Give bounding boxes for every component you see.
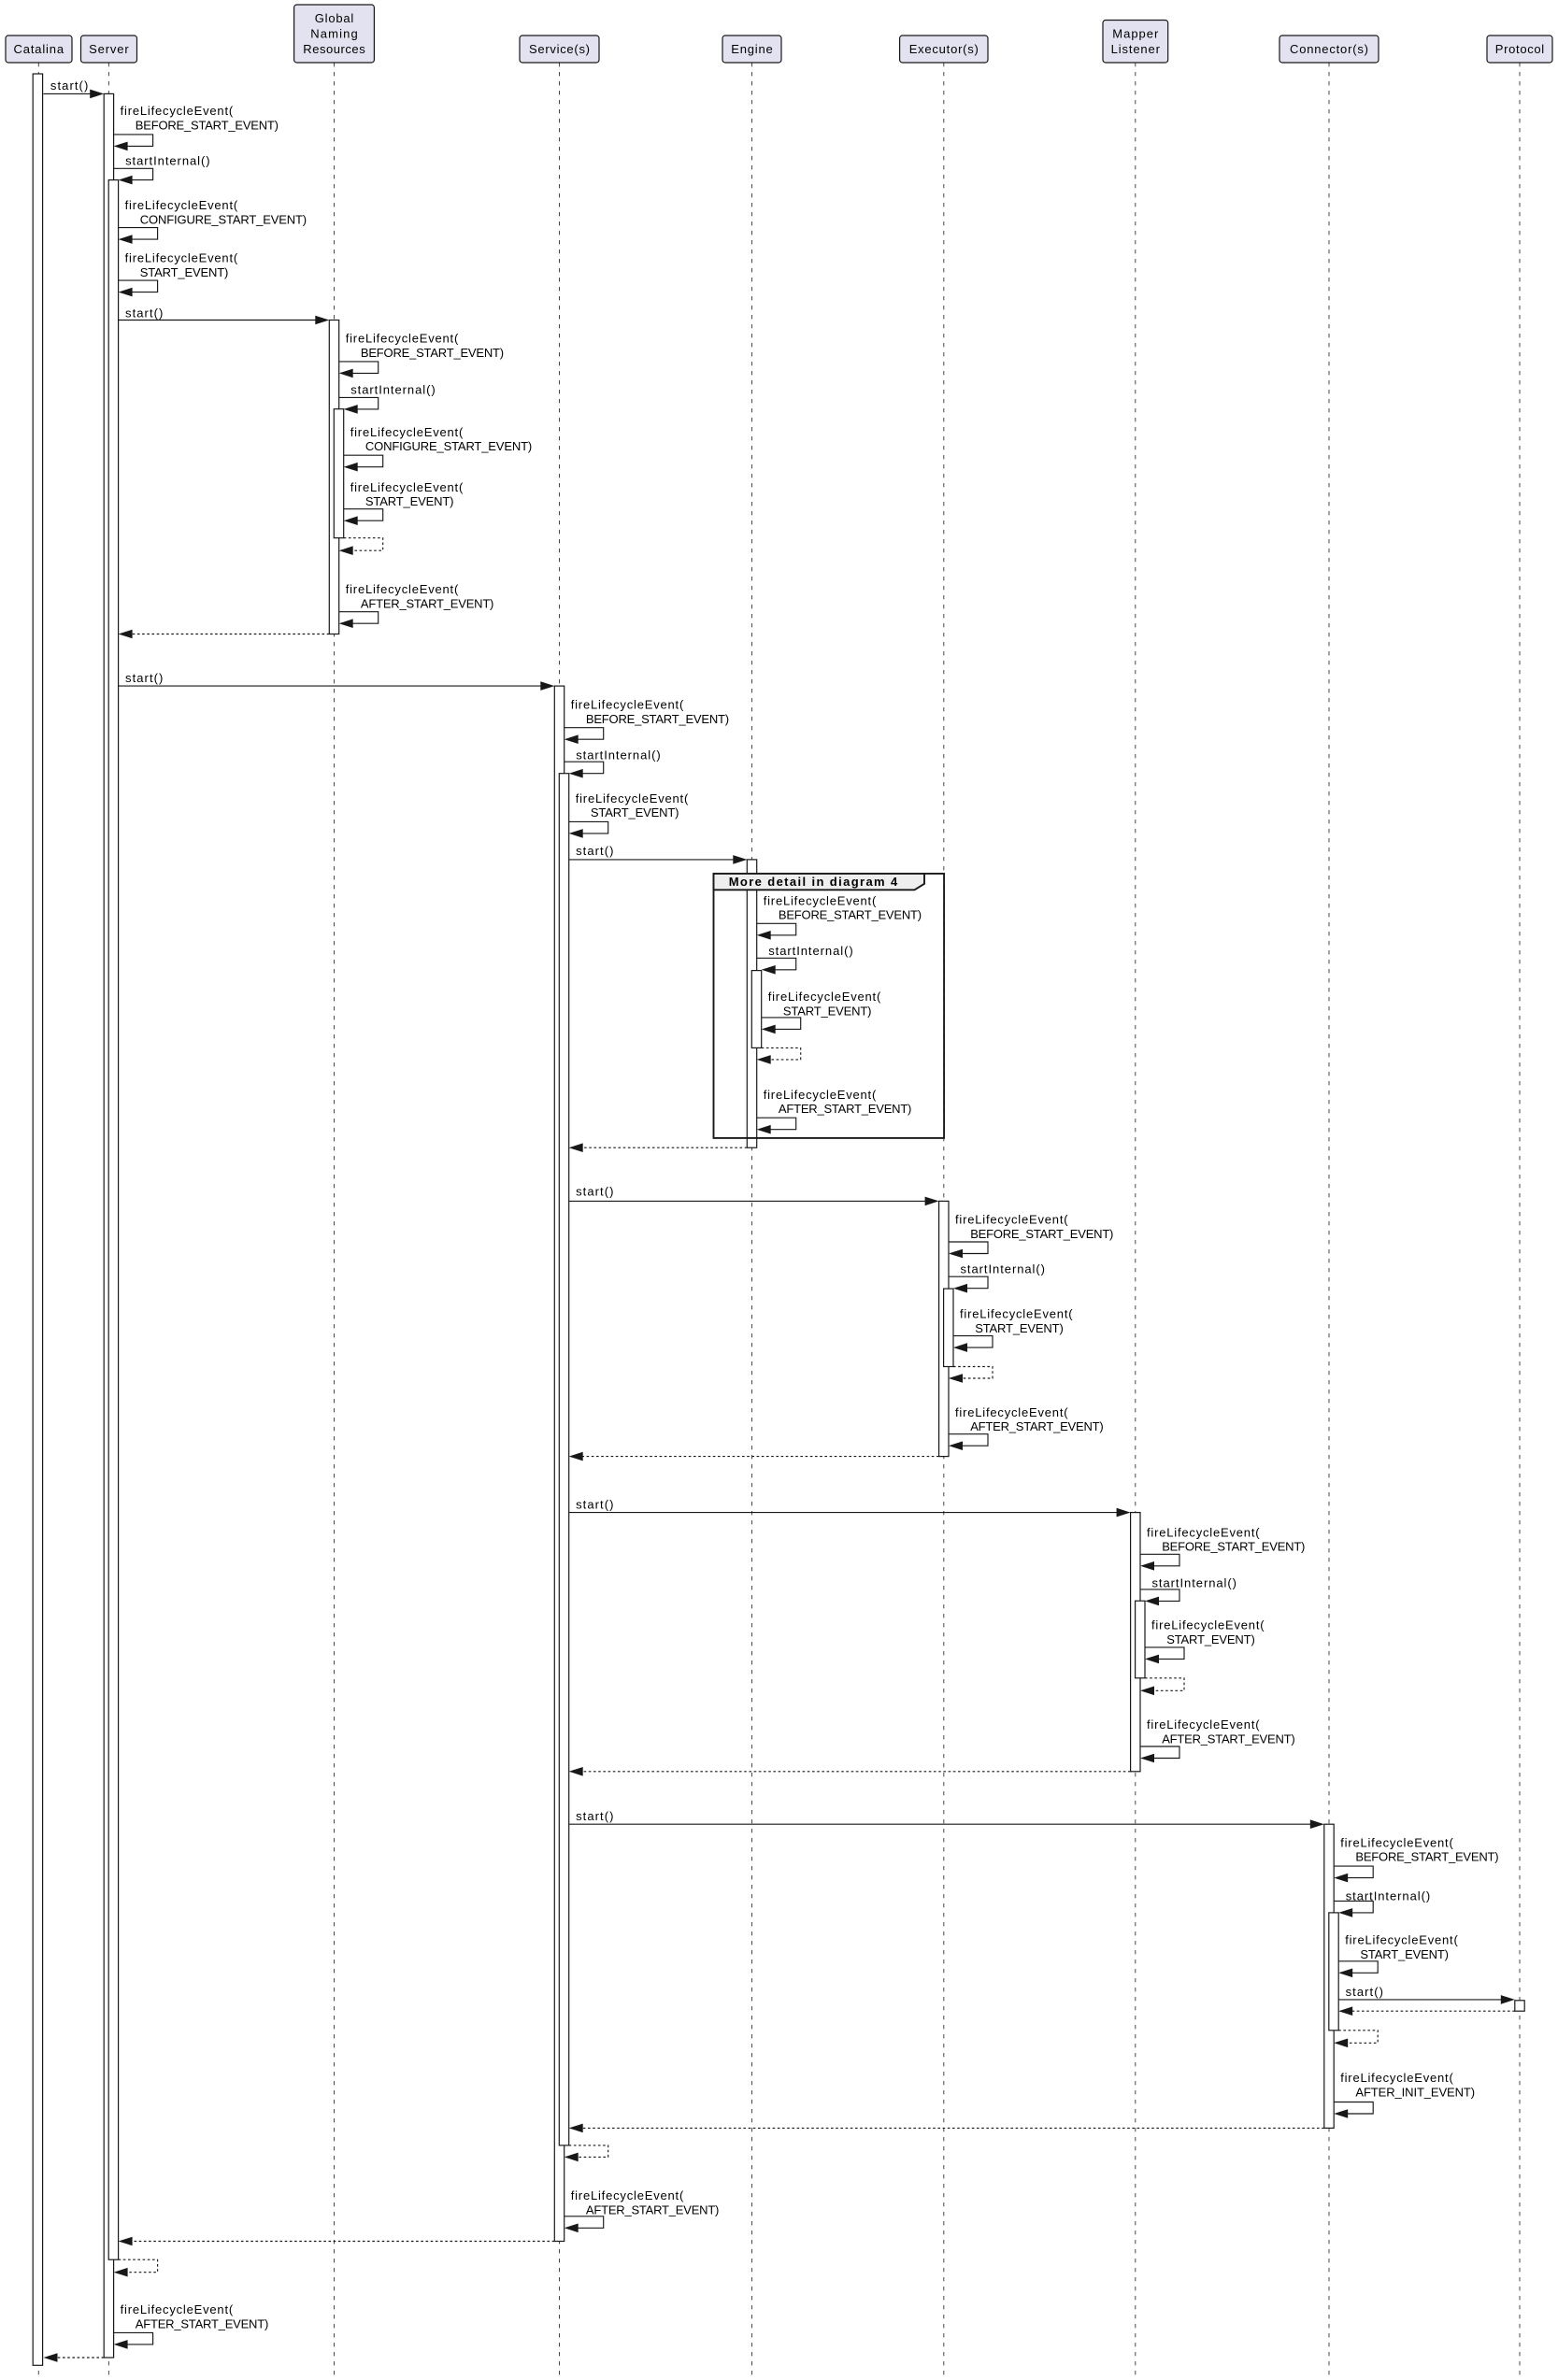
svg-text:fireLifecycleEvent(: fireLifecycleEvent( (125, 251, 238, 265)
svg-text:fireLifecycleEvent(: fireLifecycleEvent( (955, 1213, 1068, 1227)
svg-text:START_EVENT): START_EVENT) (140, 265, 229, 279)
svg-text:start(): start() (125, 671, 163, 685)
svg-text:Global: Global (315, 11, 354, 25)
svg-text:More detail in diagram 4: More detail in diagram 4 (729, 875, 898, 889)
svg-text:start(): start() (1346, 1985, 1383, 1999)
svg-text:fireLifecycleEvent(: fireLifecycleEvent( (955, 1405, 1068, 1419)
svg-text:AFTER_START_EVENT): AFTER_START_EVENT) (586, 2202, 720, 2216)
svg-text:fireLifecycleEvent(: fireLifecycleEvent( (1340, 2071, 1453, 2085)
svg-text:START_EVENT): START_EVENT) (975, 1321, 1064, 1335)
svg-text:START_EVENT): START_EVENT) (1166, 1632, 1255, 1646)
svg-text:start(): start() (50, 78, 88, 93)
svg-text:Service(s): Service(s) (529, 42, 590, 56)
svg-text:AFTER_INIT_EVENT): AFTER_INIT_EVENT) (1355, 2085, 1475, 2099)
svg-text:BEFORE_START_EVENT): BEFORE_START_EVENT) (136, 118, 279, 132)
svg-text:fireLifecycleEvent(: fireLifecycleEvent( (1151, 1618, 1265, 1632)
svg-text:BEFORE_START_EVENT): BEFORE_START_EVENT) (586, 712, 729, 726)
svg-text:AFTER_START_EVENT): AFTER_START_EVENT) (1162, 1732, 1295, 1746)
svg-text:fireLifecycleEvent(: fireLifecycleEvent( (125, 198, 238, 212)
svg-text:Catalina: Catalina (14, 42, 64, 56)
svg-text:fireLifecycleEvent(: fireLifecycleEvent( (768, 990, 881, 1004)
svg-text:Mapper: Mapper (1112, 27, 1159, 41)
svg-text:fireLifecycleEvent(: fireLifecycleEvent( (1345, 1933, 1458, 1947)
svg-text:fireLifecycleEvent(: fireLifecycleEvent( (576, 791, 689, 805)
svg-text:Connector(s): Connector(s) (1290, 42, 1368, 56)
svg-text:AFTER_START_EVENT): AFTER_START_EVENT) (970, 1419, 1104, 1433)
svg-text:Resources: Resources (303, 42, 365, 56)
svg-text:start(): start() (576, 1809, 613, 1823)
svg-text:fireLifecycleEvent(: fireLifecycleEvent( (121, 2302, 234, 2316)
svg-text:startInternal(): startInternal() (125, 154, 210, 168)
svg-text:startInternal(): startInternal() (1152, 1575, 1237, 1589)
svg-text:fireLifecycleEvent(: fireLifecycleEvent( (121, 104, 234, 118)
svg-text:fireLifecycleEvent(: fireLifecycleEvent( (764, 1088, 877, 1102)
svg-text:CONFIGURE_START_EVENT): CONFIGURE_START_EVENT) (365, 439, 532, 453)
svg-text:BEFORE_START_EVENT): BEFORE_START_EVENT) (1355, 1850, 1498, 1864)
svg-text:BEFORE_START_EVENT): BEFORE_START_EVENT) (361, 346, 504, 360)
svg-text:startInternal(): startInternal() (1346, 1889, 1431, 1903)
svg-text:fireLifecycleEvent(: fireLifecycleEvent( (346, 332, 459, 346)
svg-text:START_EVENT): START_EVENT) (1360, 1947, 1449, 1961)
svg-text:fireLifecycleEvent(: fireLifecycleEvent( (571, 2188, 684, 2202)
svg-text:AFTER_START_EVENT): AFTER_START_EVENT) (136, 2316, 268, 2330)
svg-text:startInternal(): startInternal() (768, 944, 853, 958)
svg-text:fireLifecycleEvent(: fireLifecycleEvent( (350, 480, 464, 494)
svg-text:AFTER_START_EVENT): AFTER_START_EVENT) (361, 596, 494, 610)
svg-text:startInternal(): startInternal() (576, 748, 661, 762)
svg-text:fireLifecycleEvent(: fireLifecycleEvent( (346, 582, 459, 596)
svg-text:CONFIGURE_START_EVENT): CONFIGURE_START_EVENT) (140, 212, 307, 226)
svg-text:BEFORE_START_EVENT): BEFORE_START_EVENT) (779, 908, 922, 922)
svg-text:start(): start() (576, 844, 613, 858)
svg-text:startInternal(): startInternal() (350, 382, 436, 396)
svg-text:start(): start() (576, 1498, 613, 1512)
svg-text:fireLifecycleEvent(: fireLifecycleEvent( (1340, 1836, 1453, 1850)
svg-text:BEFORE_START_EVENT): BEFORE_START_EVENT) (970, 1227, 1113, 1241)
svg-text:Server: Server (89, 42, 129, 56)
svg-text:START_EVENT): START_EVENT) (365, 494, 454, 508)
svg-text:fireLifecycleEvent(: fireLifecycleEvent( (1147, 1525, 1260, 1539)
svg-text:Engine: Engine (731, 42, 773, 56)
svg-text:BEFORE_START_EVENT): BEFORE_START_EVENT) (1162, 1540, 1305, 1554)
svg-text:Listener: Listener (1111, 42, 1161, 56)
svg-text:Executor(s): Executor(s) (909, 42, 979, 56)
svg-text:START_EVENT): START_EVENT) (783, 1004, 872, 1018)
svg-text:start(): start() (125, 306, 163, 321)
svg-text:fireLifecycleEvent(: fireLifecycleEvent( (350, 425, 464, 439)
svg-text:AFTER_START_EVENT): AFTER_START_EVENT) (779, 1102, 912, 1116)
svg-text:Naming: Naming (310, 27, 357, 41)
svg-text:Protocol: Protocol (1495, 42, 1545, 56)
svg-text:start(): start() (576, 1185, 613, 1199)
svg-text:fireLifecycleEvent(: fireLifecycleEvent( (960, 1307, 1073, 1321)
svg-text:fireLifecycleEvent(: fireLifecycleEvent( (571, 698, 684, 712)
svg-text:startInternal(): startInternal() (961, 1262, 1046, 1276)
svg-text:fireLifecycleEvent(: fireLifecycleEvent( (764, 894, 877, 908)
svg-text:START_EVENT): START_EVENT) (591, 805, 679, 819)
svg-text:fireLifecycleEvent(: fireLifecycleEvent( (1147, 1717, 1260, 1732)
